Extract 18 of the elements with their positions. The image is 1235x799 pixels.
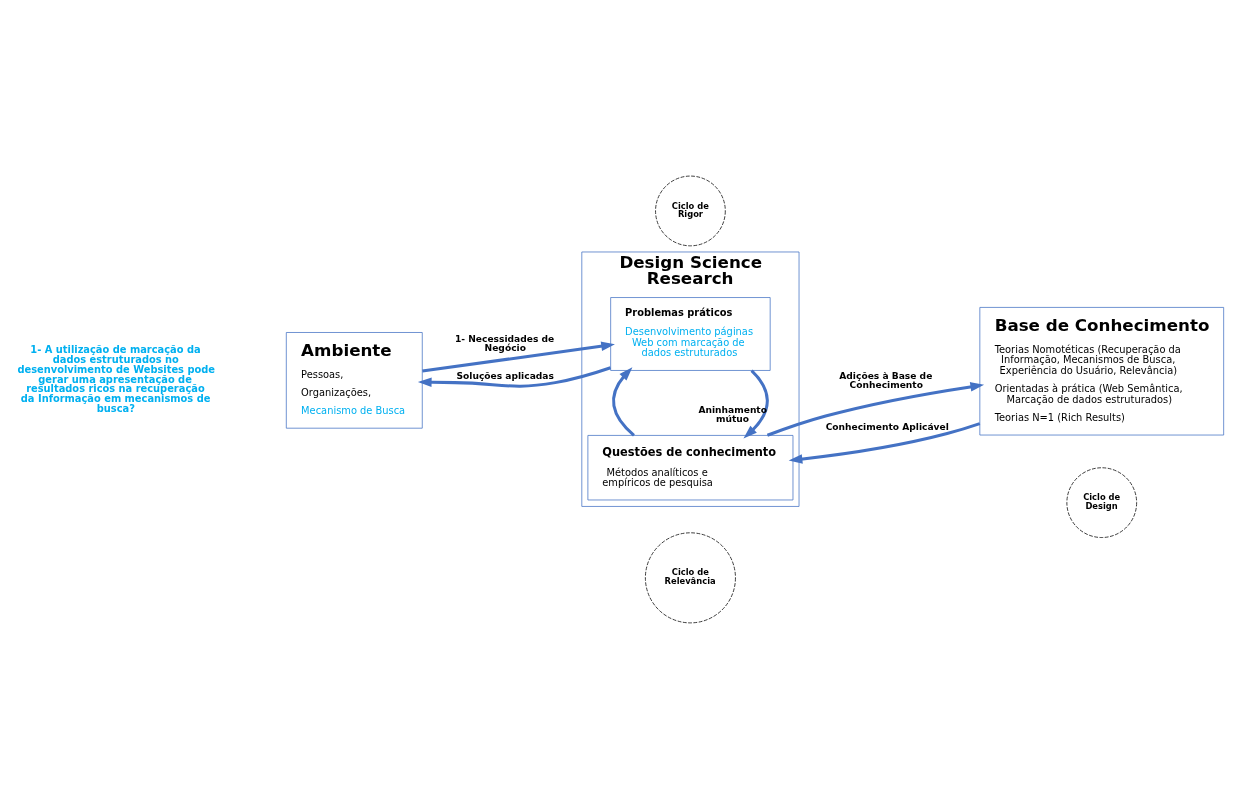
label: Ciclo de Rigor <box>671 200 709 219</box>
arrow <box>417 366 612 388</box>
edge-label: 1- Necessidades de Negócio <box>454 334 555 354</box>
edge-label: Conhecimento Aplicável <box>825 422 949 433</box>
arrow <box>422 341 615 373</box>
node-box: Base de Conhecimento Teorias Nomotéticas (Recuperação da Informação, Mecanismos de Busca, Experiência do Usuário, Relevância) Orientadas à prática (Web Semântica, Marcação de dados estruturados) Teorias N=1 (Rich Results) <box>979 307 1225 436</box>
arrow <box>788 422 981 464</box>
node-box: Questões de conhecimento Métodos analíticos e empíricos de pesquisa <box>587 435 794 501</box>
arrow <box>612 367 635 437</box>
label: Ciclo de Design <box>1083 492 1121 511</box>
arrow <box>743 369 769 439</box>
node-box: Ambiente Pessoas, Organizações, Mecanismo de Busca <box>285 332 423 429</box>
label: Ciclo de Relevância <box>664 567 716 586</box>
arrow <box>766 382 985 437</box>
node-box: Problemas práticos Desenvolvimento páginas Web com marcação de dados estruturados <box>610 297 771 371</box>
edge-label: Soluções aplicadas <box>456 371 554 382</box>
label: 1- A utilização de marcação da dados estruturados no desenvolvimento de Websites pode gerar uma apresentação de resultados ricos na recuperação da Informação em mecanismos de busca? <box>17 343 215 415</box>
edge-label: Adições à Base de Conhecimento <box>839 370 933 390</box>
